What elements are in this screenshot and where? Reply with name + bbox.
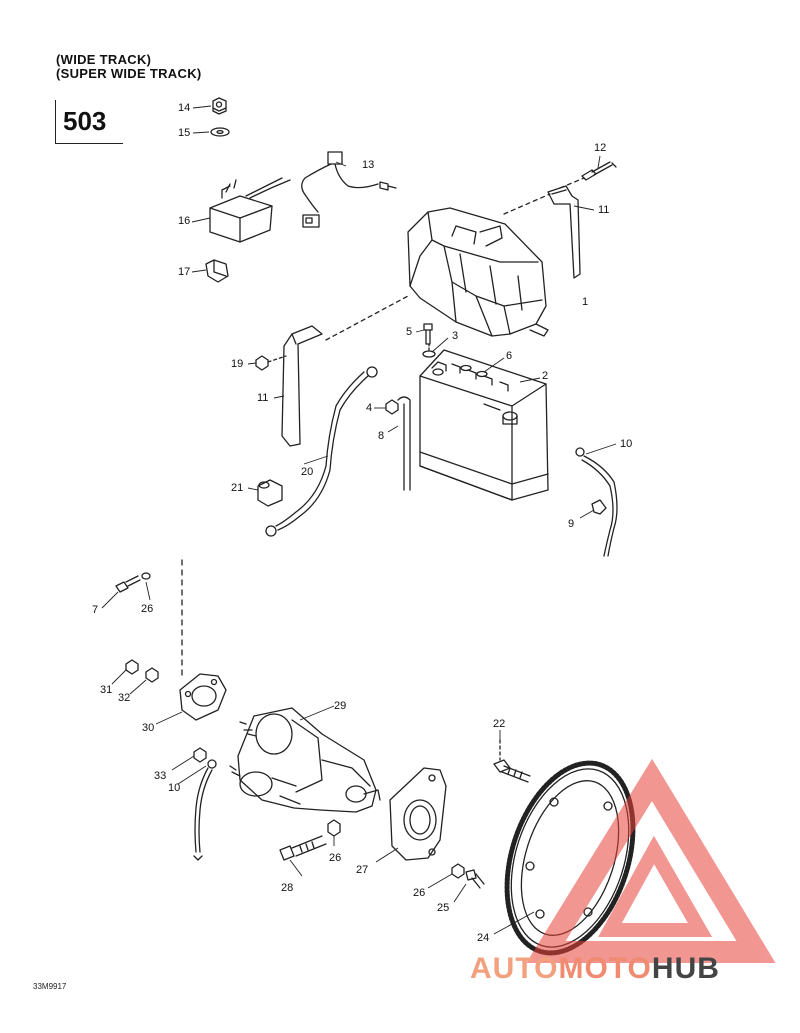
callout-21: 21 [231,482,244,494]
callout-11-upper: 11 [598,204,610,216]
vent-tube-part-8 [397,396,411,491]
bolt-part-28 [279,835,327,861]
page-number-frame [55,100,123,144]
bolt-part-25 [465,869,485,889]
starter-cable-part-10 [193,759,217,861]
nut-part-31 [125,659,139,675]
battery-cable-part-10 [575,447,618,557]
nut-part-4 [385,399,399,415]
bolt-part-7 [115,575,141,593]
nut-part-19 [255,355,269,371]
callout-5: 5 [406,326,413,338]
callout-22: 22 [493,718,506,730]
callout-6: 6 [506,350,513,362]
battery-cover-part-1 [407,207,549,337]
callout-2: 2 [542,370,549,382]
watermark-part-hub: HUB [651,952,720,985]
callout-24: 24 [477,932,490,944]
washer-part-26-lower [451,863,465,879]
callout-28: 28 [281,882,294,894]
callout-19: 19 [231,358,244,370]
battery-cable-part-20 [265,366,378,537]
document-id: 33M9917 [33,982,67,991]
callout-11-lower: 11 [257,392,269,404]
callout-14: 14 [178,102,191,114]
callout-27: 27 [356,864,369,876]
callout-29: 29 [334,700,347,712]
callout-12: 12 [594,142,607,154]
battery-part-2 [419,349,549,501]
callout-3: 3 [452,330,459,342]
callout-26-lower: 26 [413,887,426,899]
callout-10-lower: 10 [168,782,181,794]
watermark-logo-icon [526,758,776,963]
bolt-part-22 [493,759,531,783]
callout-26-upper: 26 [141,603,154,615]
callout-17: 17 [178,266,191,278]
nut-part-32 [145,667,159,683]
callout-30: 30 [142,722,155,734]
callout-32: 32 [118,692,131,704]
terminal-boot-part-9 [591,499,607,515]
callout-13: 13 [362,159,375,171]
bolt-part-12 [581,161,617,181]
callout-4: 4 [366,402,373,414]
washer-part-26-upper [141,572,151,580]
battery-strap-part-11-lower [281,325,323,447]
connector-harness-part-13 [301,151,397,228]
watermark-text: AUTOMOTOHUB [470,952,720,986]
watermark-part-auto: AUTO [470,952,559,985]
gasket-part-30 [179,673,227,721]
starter-motor-part-29 [229,707,381,813]
terminal-boot-part-21 [257,479,283,507]
screw-part-5 [423,323,433,345]
callout-16: 16 [178,215,191,227]
nut-part-14 [212,97,227,115]
callout-25: 25 [437,902,450,914]
callout-1: 1 [582,296,589,308]
washer-part-26-middle [327,819,341,837]
callout-9: 9 [568,518,575,530]
callout-33: 33 [154,770,167,782]
watermark-part-moto: MOTO [558,952,652,985]
mounting-plate-part-27 [389,767,447,861]
page-number: 503 [63,106,107,136]
voltage-regulator-part-16 [209,177,291,243]
model-line-1: (WIDE TRACK) [56,52,152,67]
washer-part-3 [422,350,436,358]
callout-10-upper: 10 [620,438,633,450]
clip-part-17 [205,259,229,283]
callout-15: 15 [178,127,191,139]
battery-strap-part-11-upper [547,185,581,279]
callout-20: 20 [301,466,314,478]
callout-8: 8 [378,430,385,442]
callout-7: 7 [92,604,99,616]
callout-31: 31 [100,684,113,696]
nut-part-33 [193,747,207,763]
washer-part-15 [210,127,230,137]
vent-cap-part-6 [460,364,488,378]
model-line-2: (SUPER WIDE TRACK) [56,66,202,81]
callout-26-middle: 26 [329,852,342,864]
